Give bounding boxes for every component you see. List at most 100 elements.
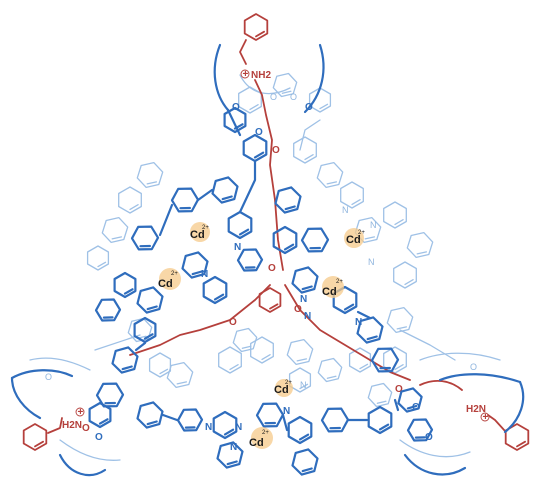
dark-link bbox=[393, 398, 400, 412]
light-ring bbox=[250, 336, 274, 364]
cd-center-1: Cd 2+ bbox=[190, 222, 210, 242]
svg-text:2+: 2+ bbox=[358, 230, 365, 236]
light-double-bond bbox=[351, 199, 361, 206]
light-nitrogen: N bbox=[368, 257, 375, 267]
dark-link bbox=[158, 203, 174, 237]
dark-double-bond bbox=[284, 205, 296, 211]
light-double-bond bbox=[416, 251, 428, 255]
dark-double-bond bbox=[213, 293, 225, 301]
light-ring bbox=[383, 346, 407, 374]
dark-ring bbox=[287, 415, 313, 445]
dark-ring bbox=[136, 401, 164, 429]
light-double-bond bbox=[111, 236, 123, 240]
red-oxygen: O bbox=[229, 317, 237, 328]
axle-left-chain bbox=[129, 284, 271, 356]
light-ring bbox=[293, 136, 317, 164]
dark-oxygen: O bbox=[232, 102, 240, 113]
dark-oxygen: O bbox=[412, 402, 420, 413]
red-oxygen: O bbox=[272, 145, 280, 156]
light-ring bbox=[386, 306, 414, 334]
dark-ring bbox=[212, 410, 238, 440]
dark-ring bbox=[300, 227, 330, 253]
red-double-bond bbox=[34, 440, 44, 448]
dark-double-bond bbox=[191, 270, 203, 276]
dark-ring bbox=[356, 316, 384, 344]
light-ring bbox=[367, 382, 393, 408]
dark-nitrogen: N bbox=[283, 406, 290, 417]
dark-nitrogen: N bbox=[230, 442, 237, 453]
light-oxygen: O bbox=[470, 362, 477, 372]
dark-link bbox=[281, 413, 289, 432]
crown-ether-right bbox=[438, 373, 522, 384]
dark-double-bond bbox=[366, 335, 378, 341]
dark-ring bbox=[274, 186, 302, 214]
crown-ether-left bbox=[10, 376, 42, 420]
dark-link bbox=[356, 310, 372, 320]
red-oxygen: O bbox=[395, 384, 403, 395]
central-core-ring bbox=[258, 287, 282, 313]
light-double-bond bbox=[281, 90, 292, 94]
dark-nitrogen: N bbox=[234, 242, 241, 253]
ammonium-right-label: H2N bbox=[466, 404, 486, 415]
dark-nitrogen: N bbox=[235, 422, 242, 433]
ammonium-top: + NH2 bbox=[240, 69, 271, 81]
light-double-bond bbox=[364, 236, 376, 240]
dark-double-bond bbox=[406, 404, 418, 410]
light-double-bond bbox=[359, 363, 369, 370]
red-double-bond bbox=[516, 440, 526, 448]
light-double-bond bbox=[394, 219, 404, 226]
cd-center-4: Cd 2+ bbox=[322, 276, 344, 298]
dark-ring bbox=[202, 275, 228, 305]
light-double-bond bbox=[304, 154, 314, 161]
light-double-bond bbox=[299, 383, 309, 390]
light-double-bond bbox=[394, 364, 404, 371]
light-double-bond bbox=[376, 400, 387, 404]
axle-right-tail bbox=[419, 379, 463, 391]
dark-ring bbox=[397, 387, 423, 413]
ammonium-left: + H2N bbox=[62, 407, 85, 431]
light-oxygen: O bbox=[290, 92, 297, 102]
dark-ring bbox=[291, 448, 319, 476]
light-ring bbox=[317, 357, 343, 383]
red-oxygen: O bbox=[82, 423, 90, 434]
dark-ring bbox=[216, 441, 244, 469]
dark-ring bbox=[223, 106, 247, 134]
dark-ring bbox=[130, 225, 160, 251]
red-oxygen: O bbox=[294, 304, 302, 315]
light-double-bond bbox=[261, 354, 271, 361]
dark-nitrogen: N bbox=[205, 422, 212, 433]
svg-text:Cd: Cd bbox=[346, 234, 361, 246]
dark-oxygen: O bbox=[305, 102, 313, 113]
light-double-bond bbox=[159, 368, 169, 375]
dark-double-bond bbox=[343, 303, 355, 311]
light-ring bbox=[354, 216, 382, 244]
light-ring bbox=[101, 216, 129, 244]
dark-ring bbox=[406, 418, 434, 442]
light-ring bbox=[393, 261, 417, 289]
dark-link bbox=[226, 108, 242, 137]
dark-double-bond bbox=[146, 420, 158, 426]
dark-ring bbox=[236, 248, 264, 272]
light-double-bond bbox=[249, 104, 259, 111]
axle-top-linker bbox=[239, 39, 247, 65]
light-oxygen: O bbox=[45, 372, 52, 382]
cd-center-6: Cd 2+ bbox=[249, 427, 273, 449]
cd-center-2: Cd 2+ bbox=[344, 228, 365, 248]
light-double-bond bbox=[241, 345, 252, 349]
crown-ether-top-left bbox=[213, 43, 230, 112]
dark-nitrogen: N bbox=[300, 294, 307, 305]
light-ring bbox=[148, 352, 172, 378]
light-ring bbox=[118, 186, 142, 214]
dark-oxygen: O bbox=[95, 432, 103, 443]
svg-text:Cd: Cd bbox=[158, 278, 173, 290]
dark-double-bond bbox=[223, 428, 235, 436]
dark-ring bbox=[176, 408, 204, 432]
light-crown-ether bbox=[419, 352, 501, 361]
light-double-bond bbox=[326, 375, 337, 379]
dark-ring bbox=[113, 271, 137, 299]
svg-text:2+: 2+ bbox=[202, 225, 209, 231]
dark-oxygen: O bbox=[255, 127, 263, 138]
red-double-bond bbox=[255, 30, 266, 38]
light-ring bbox=[218, 346, 242, 374]
